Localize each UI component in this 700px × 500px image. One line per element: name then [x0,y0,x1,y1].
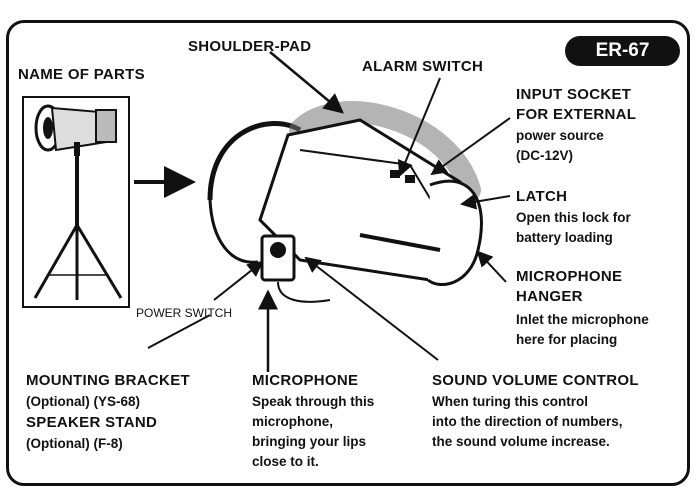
mic-hanger-desc-1: Inlet the microphone [516,312,649,327]
mic-hanger-desc-2: here for placing [516,332,618,347]
microphone-desc-3: bringing your lips [252,434,366,449]
mounting-bracket-title: MOUNTING BRACKET [26,372,190,389]
speaker-stand-desc: (Optional) (F-8) [26,436,123,451]
volume-desc-2: into the direction of numbers, [432,414,623,429]
name-of-parts-label: NAME OF PARTS [18,66,145,83]
input-socket-desc-2: (DC-12V) [516,148,574,163]
latch-title: LATCH [516,188,568,205]
mounting-bracket-desc: (Optional) (YS-68) [26,394,140,409]
input-socket-title-1: INPUT SOCKET [516,86,632,103]
megaphone-body-icon [207,101,483,287]
volume-desc-3: the sound volume increase. [432,434,610,449]
microphone-icon [260,234,331,303]
input-socket-desc-1: power source [516,128,604,143]
mic-hanger-title-2: HANGER [516,288,583,305]
volume-desc-1: When turing this control [432,394,588,409]
speaker-stand-title: SPEAKER STAND [26,414,158,431]
shoulder-pad-label: SHOULDER-PAD [188,38,312,55]
microphone-desc-2: microphone, [252,414,334,429]
latch-desc-1: Open this lock for [516,210,631,225]
microphone-title: MICROPHONE [252,372,359,389]
alarm-switch-label: ALARM SWITCH [362,58,484,75]
microphone-desc-1: Speak through this [252,394,375,409]
volume-title: SOUND VOLUME CONTROL [432,372,639,389]
input-socket-title-2: FOR EXTERNAL [516,106,637,123]
model-badge: ER-67 [565,36,680,66]
microphone-desc-4: close to it. [252,454,319,469]
stand-photo-frame [22,96,130,308]
latch-desc-2: battery loading [516,230,613,245]
power-switch-label: POWER SWITCH [136,306,232,320]
tripod-icon [33,104,123,300]
mic-hanger-title-1: MICROPHONE [516,268,623,285]
